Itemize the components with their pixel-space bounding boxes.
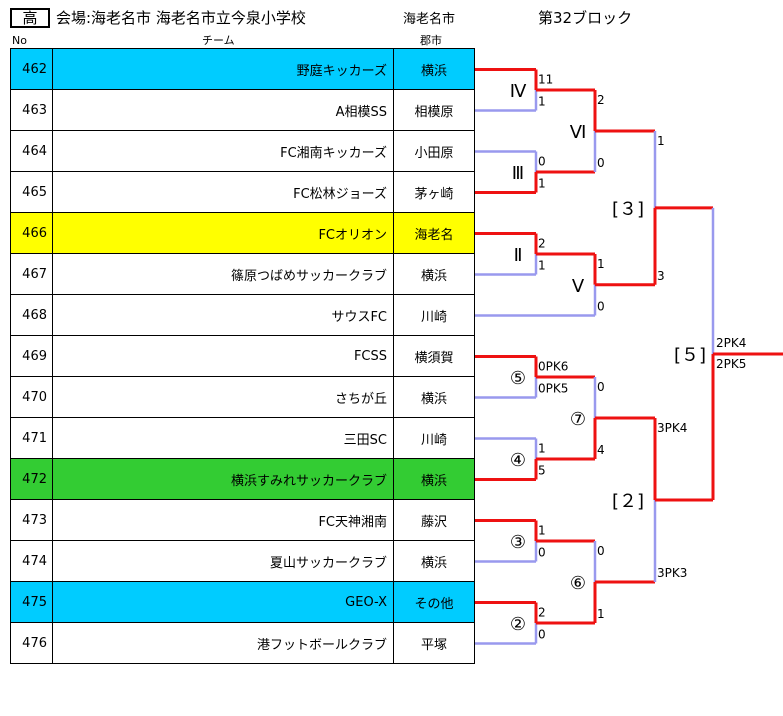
team-city: 小田原 [393, 130, 475, 172]
team-city: 横浜 [393, 376, 475, 418]
match-5-score-bottom: 0PK5 [538, 382, 568, 396]
team-name: 三田SC [52, 417, 394, 459]
team-number: 468 [10, 294, 53, 336]
team-city: 横須賀 [393, 335, 475, 377]
match-label-6: ⑥ [570, 573, 586, 594]
match-v-score-bottom: 0 [597, 300, 605, 314]
match-ii-score-top: 2 [538, 237, 546, 251]
match-q3-score-top: 1 [657, 134, 665, 148]
match-6-score-bottom: 1 [597, 607, 605, 621]
final-score-bottom: 2PK5 [716, 357, 746, 371]
team-number: 473 [10, 499, 53, 541]
match-label-3: ③ [510, 532, 526, 553]
match-vi-score-top: 2 [597, 93, 605, 107]
match-vi-score-bottom: 0 [597, 156, 605, 170]
team-name: FCSS [52, 335, 394, 377]
match-q3-score-bottom: 3 [657, 269, 665, 283]
match-label-2: ② [510, 614, 526, 635]
match-q2-score-bottom: 3PK3 [657, 566, 687, 580]
match-iii-score-top: 0 [538, 155, 546, 169]
team-number: 476 [10, 622, 53, 664]
match-label-v: Ⅴ [572, 276, 585, 297]
team-city: 川崎 [393, 294, 475, 336]
match-label-q5: [５] [674, 345, 706, 366]
match-4-score-bottom: 5 [538, 464, 546, 478]
match-label-4: ④ [510, 450, 526, 471]
match-5-score-top: 0PK6 [538, 360, 568, 374]
team-city: 平塚 [393, 622, 475, 664]
match-label-q2: [２] [612, 491, 644, 512]
match-2-score-bottom: 0 [538, 628, 546, 642]
category-badge: 高 [10, 8, 50, 28]
match-label-iv: Ⅳ [510, 81, 527, 102]
match-iii-score-bottom: 1 [538, 177, 546, 191]
column-header-team: チーム [202, 34, 235, 47]
team-city: 横浜 [393, 48, 475, 90]
team-city: 相模原 [393, 89, 475, 131]
team-number: 467 [10, 253, 53, 295]
team-name: さちが丘 [52, 376, 394, 418]
match-label-ii: Ⅱ [514, 245, 523, 266]
team-number: 466 [10, 212, 53, 254]
team-number: 474 [10, 540, 53, 582]
match-label-iii: Ⅲ [512, 163, 524, 184]
match-q2-score-top: 3PK4 [657, 421, 687, 435]
team-city: 藤沢 [393, 499, 475, 541]
match-v-score-top: 1 [597, 257, 605, 271]
match-3-score-bottom: 0 [538, 546, 546, 560]
match-iv-score-top: 11 [538, 73, 553, 87]
team-name: FC天神湘南 [52, 499, 394, 541]
venue-title: 会場:海老名市 海老名市立今泉小学校 [56, 9, 306, 27]
team-number: 462 [10, 48, 53, 90]
host-city: 海老名市 [403, 12, 456, 27]
team-city: 横浜 [393, 540, 475, 582]
team-number: 464 [10, 130, 53, 172]
match-label-7: ⑦ [570, 409, 586, 430]
match-label-vi: Ⅵ [570, 122, 587, 143]
team-city: 海老名 [393, 212, 475, 254]
match-iv-score-bottom: 1 [538, 95, 546, 109]
match-6-score-top: 0 [597, 544, 605, 558]
match-ii-score-bottom: 1 [538, 259, 546, 273]
final-score-top: 2PK4 [716, 336, 746, 350]
team-name: FCオリオン [52, 212, 394, 254]
team-name: 港フットボールクラブ [52, 622, 394, 664]
team-city: その他 [393, 581, 475, 623]
match-label-q3: [３] [612, 199, 644, 220]
team-city: 川崎 [393, 417, 475, 459]
team-number: 469 [10, 335, 53, 377]
team-name: 野庭キッカーズ [52, 48, 394, 90]
team-name: 横浜すみれサッカークラブ [52, 458, 394, 500]
match-7-score-top: 0 [597, 380, 605, 394]
match-label-5: ⑤ [510, 368, 526, 389]
column-header-city: 郡市 [420, 34, 442, 47]
team-name: 篠原つばめサッカークラブ [52, 253, 394, 295]
team-name: GEO-X [52, 581, 394, 623]
team-city: 横浜 [393, 458, 475, 500]
team-name: 夏山サッカークラブ [52, 540, 394, 582]
match-7-score-bottom: 4 [597, 443, 605, 457]
match-4-score-top: 1 [538, 442, 546, 456]
match-2-score-top: 2 [538, 606, 546, 620]
block-title: 第32ブロック [538, 9, 633, 27]
match-3-score-top: 1 [538, 524, 546, 538]
column-header-no: No [12, 34, 27, 47]
team-number: 471 [10, 417, 53, 459]
